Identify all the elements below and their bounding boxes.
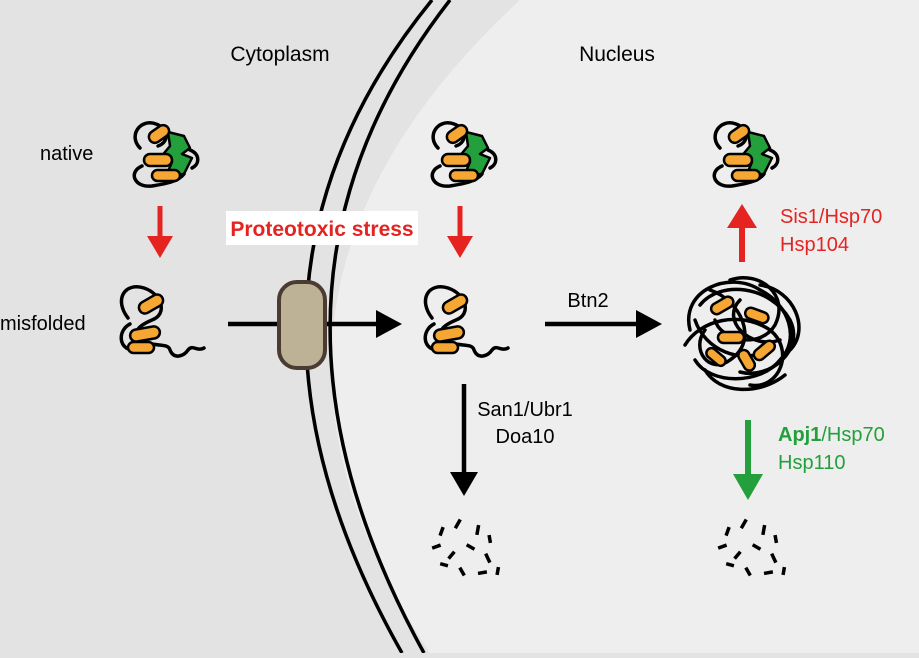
- btn2-label: Btn2: [567, 290, 608, 312]
- refolding-label-line1: Sis1/Hsp70: [780, 206, 882, 228]
- degradation-label-line1: San1/Ubr1: [477, 399, 573, 421]
- stress-label: Proteotoxic stress: [230, 218, 413, 241]
- protein-aggregate: [683, 276, 801, 392]
- nuclear-pore: [277, 280, 327, 370]
- refolding-arrow: [727, 204, 757, 262]
- cytoplasm-label: Cytoplasm: [230, 43, 329, 66]
- disaggregation-label-line2: Hsp110: [778, 452, 845, 474]
- degradation-label-line2: Doa10: [496, 426, 555, 448]
- nucleus-label: Nucleus: [579, 43, 655, 66]
- refolding-label-line2: Hsp104: [780, 234, 849, 256]
- stress-arrow-nucleus: [447, 206, 473, 258]
- degradation-arrow: [450, 384, 478, 496]
- native-label: native: [40, 143, 93, 165]
- hsp70-label: /Hsp70: [821, 424, 884, 446]
- misfolded-label: misfolded: [0, 313, 86, 335]
- btn2-arrow: [545, 310, 662, 338]
- stress-arrow-cytoplasm: [147, 206, 173, 258]
- disaggregation-arrow: [733, 420, 763, 500]
- disaggregation-label-line1: Apj1/Hsp70: [778, 424, 885, 446]
- apj1-label: Apj1: [778, 424, 821, 446]
- stress-label-box: [226, 211, 418, 245]
- nuclear-membrane-inner: [328, 0, 452, 654]
